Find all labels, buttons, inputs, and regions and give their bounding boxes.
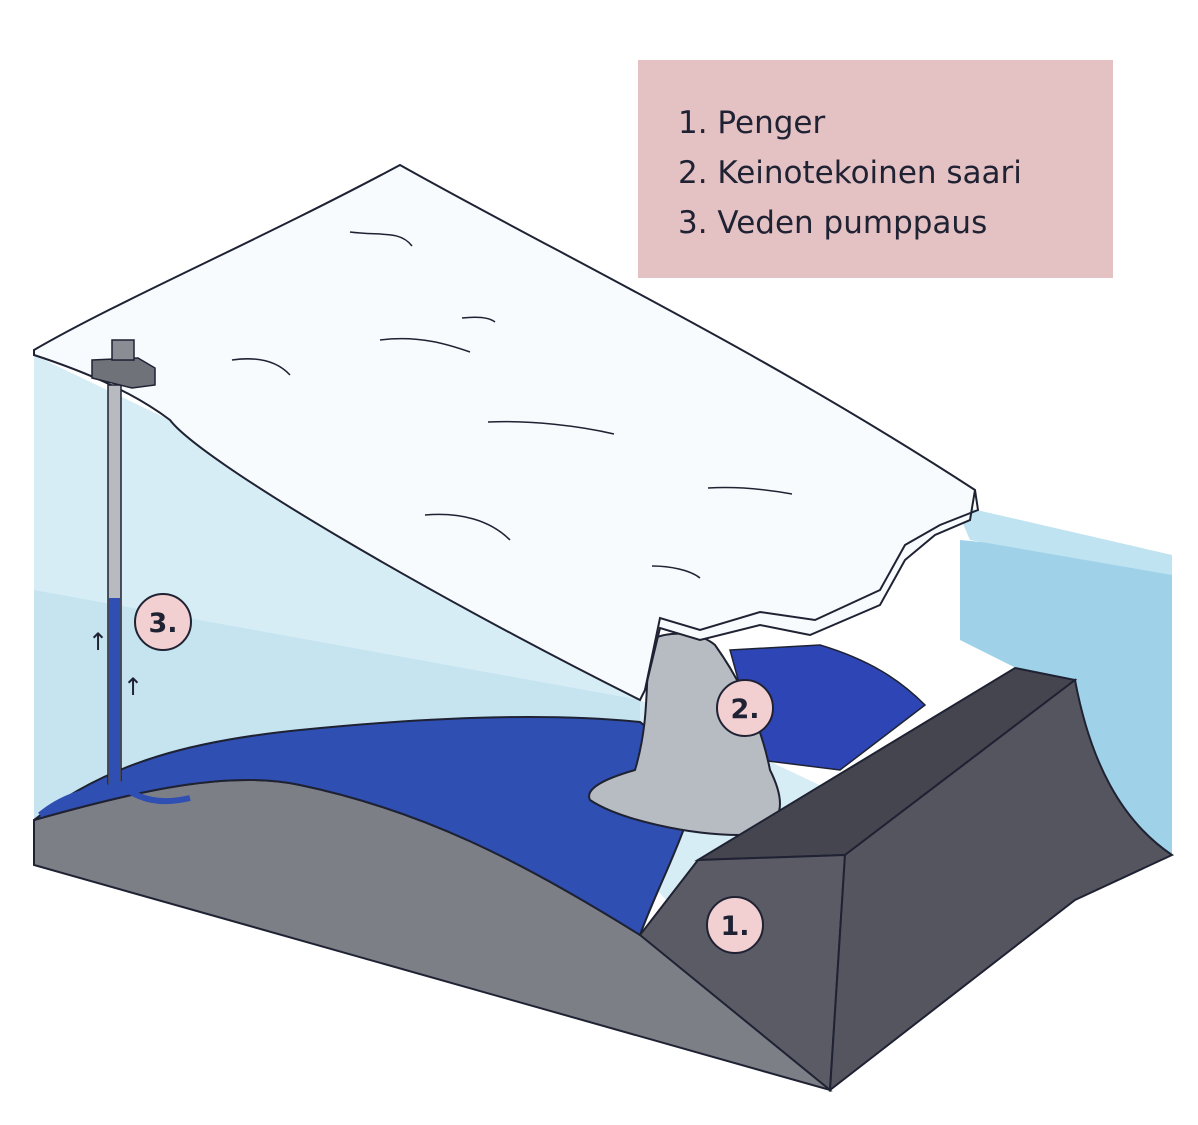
- ice-front-edge: [644, 489, 980, 691]
- ice-shelf: [33, 163, 977, 702]
- legend-item-island: 2. Keinotekoinen saari: [678, 155, 1022, 191]
- marker-pump: 3.: [134, 593, 192, 651]
- flow-arrow-upper: ↑: [88, 628, 108, 656]
- marker-embankment: 1.: [706, 896, 764, 954]
- flow-arrow-lower: ↑: [123, 673, 143, 701]
- legend: 1. Penger 2. Keinotekoinen saari 3. Vede…: [638, 60, 1113, 278]
- pump-cap: [111, 339, 135, 361]
- marker-island-label: 2.: [730, 694, 759, 725]
- drainage-channels: [38, 762, 291, 818]
- pump-housing: [91, 357, 156, 389]
- ice-texture: [231, 231, 793, 579]
- ocean-top-band: [955, 505, 1172, 575]
- embankment-side: [828, 678, 1175, 1093]
- legend-item-pump: 3. Veden pumppaus: [678, 205, 988, 241]
- marker-pump-label: 3.: [148, 608, 177, 639]
- pump-pipe-water: [109, 598, 120, 785]
- marker-island: 2.: [716, 679, 774, 737]
- channel-water: [729, 644, 927, 771]
- marker-embankment-label: 1.: [720, 911, 749, 942]
- legend-item-embankment: 1. Penger: [678, 105, 826, 141]
